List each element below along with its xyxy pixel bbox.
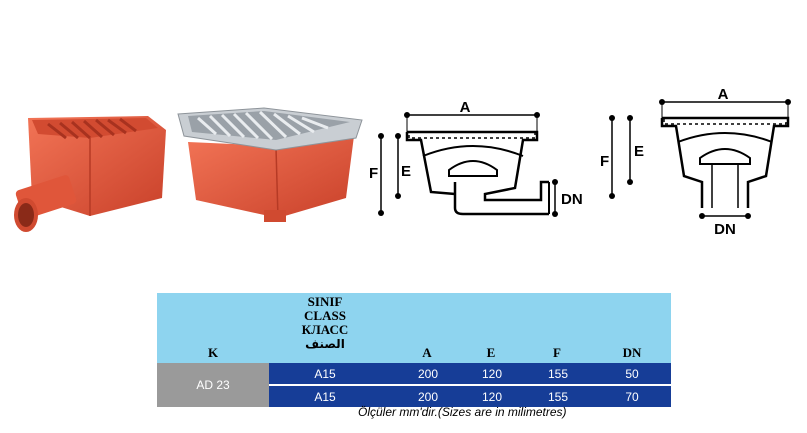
- header-a: A: [422, 345, 432, 360]
- header-class-line: SINIF: [307, 294, 343, 309]
- cell-e: 120: [481, 367, 503, 381]
- table-row: A15 200 120 155 70: [269, 386, 671, 407]
- dim-label-dn: DN: [561, 191, 583, 208]
- dim-label-f: F: [369, 165, 378, 182]
- header-class-line: الصنف: [305, 337, 345, 351]
- dim-label-a: A: [460, 99, 471, 116]
- header-dn: DN: [622, 345, 642, 360]
- cross-section-side-outlet: A F E DN: [369, 99, 583, 217]
- cell-a: 200: [417, 390, 439, 404]
- cross-section-bottom-outlet: A F E DN: [600, 88, 791, 238]
- cell-dn: 70: [625, 390, 639, 404]
- dim-label-a-2: A: [718, 88, 729, 103]
- dim-label-dn-2: DN: [714, 221, 736, 238]
- cell-class: A15: [314, 367, 336, 381]
- header-e: E: [486, 345, 496, 360]
- table-body: AD 23 A15 200 120 155 50 A15 200 120 155…: [157, 363, 671, 407]
- product-drain-side-outlet: [14, 116, 166, 232]
- units-note: Ölçüler mm'dir.(Sizes are in milimetres): [358, 405, 567, 419]
- dim-label-f-2: F: [600, 153, 609, 170]
- table-header: K SINIF CLASS КЛАСС الصنف A E F DN: [157, 293, 671, 363]
- cell-a: 200: [417, 367, 439, 381]
- cell-f: 155: [547, 390, 569, 404]
- dim-label-e: E: [401, 163, 411, 180]
- cell-class: A15: [314, 390, 336, 404]
- product-drain-steel-grate: [177, 107, 363, 222]
- header-class-line: CLASS: [304, 308, 346, 323]
- header-k: K: [207, 345, 219, 360]
- header-class: SINIF CLASS КЛАСС الصنف: [269, 294, 381, 352]
- cell-f: 155: [547, 367, 569, 381]
- header-class-line: КЛАСС: [301, 322, 349, 337]
- cell-e: 120: [481, 390, 503, 404]
- model-cell: AD 23: [157, 363, 269, 407]
- header-f: F: [553, 345, 561, 360]
- spec-table: K SINIF CLASS КЛАСС الصنف A E F DN AD 23…: [157, 293, 671, 407]
- cell-dn: 50: [625, 367, 639, 381]
- dim-label-e-2: E: [634, 143, 644, 160]
- table-row: A15 200 120 155 50: [269, 363, 671, 384]
